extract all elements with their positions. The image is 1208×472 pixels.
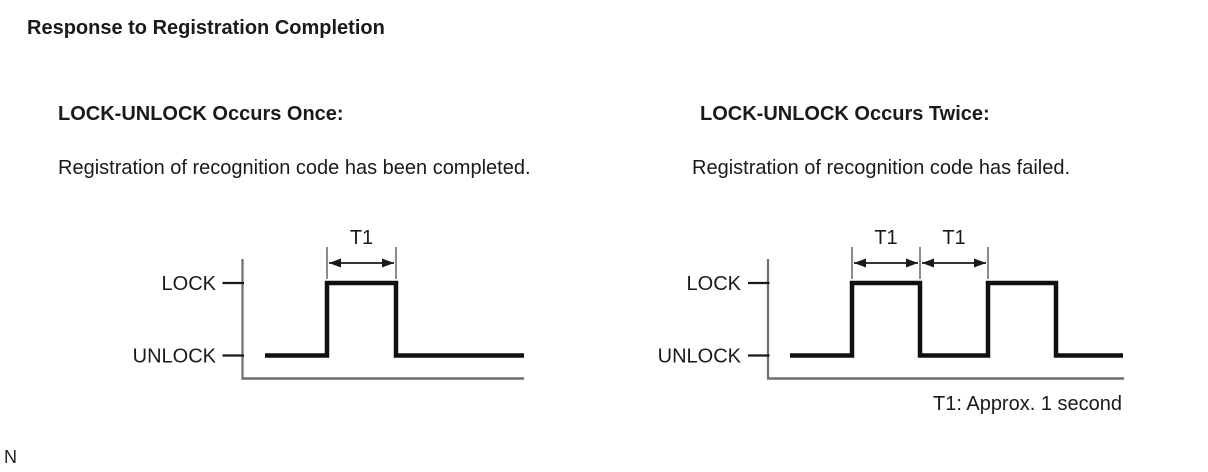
lock-unlock-waveform [790,280,1123,358]
arrowhead-left-icon [922,258,934,268]
dimension-label: T1 [874,227,897,249]
arrowhead-left-icon [329,258,341,268]
timing-diagram-once: LOCK UNLOCK T1 [133,227,524,380]
dimension-label: T1 [942,227,965,249]
section-twice-heading: LOCK-UNLOCK Occurs Twice: [700,103,990,125]
high-level-label: LOCK [162,273,217,295]
low-level-label: UNLOCK [658,346,742,368]
page-marker: N [4,447,17,467]
section-once-heading: LOCK-UNLOCK Occurs Once: [58,103,344,125]
arrowhead-right-icon [382,258,394,268]
timing-diagram-twice: LOCK UNLOCK T1 T1 [658,227,1124,380]
arrowhead-left-icon [854,258,866,268]
lock-unlock-waveform [265,280,524,358]
high-level-label: LOCK [687,273,742,295]
arrowhead-right-icon [906,258,918,268]
t1-duration-note: T1: Approx. 1 second [933,393,1123,415]
section-twice-description: Registration of recognition code has fai… [692,157,1071,179]
dimension-label: T1 [350,227,373,249]
section-once-description: Registration of recognition code has bee… [58,157,531,179]
arrowhead-right-icon [974,258,986,268]
low-level-label: UNLOCK [133,346,217,368]
page-title: Response to Registration Completion [27,17,385,39]
